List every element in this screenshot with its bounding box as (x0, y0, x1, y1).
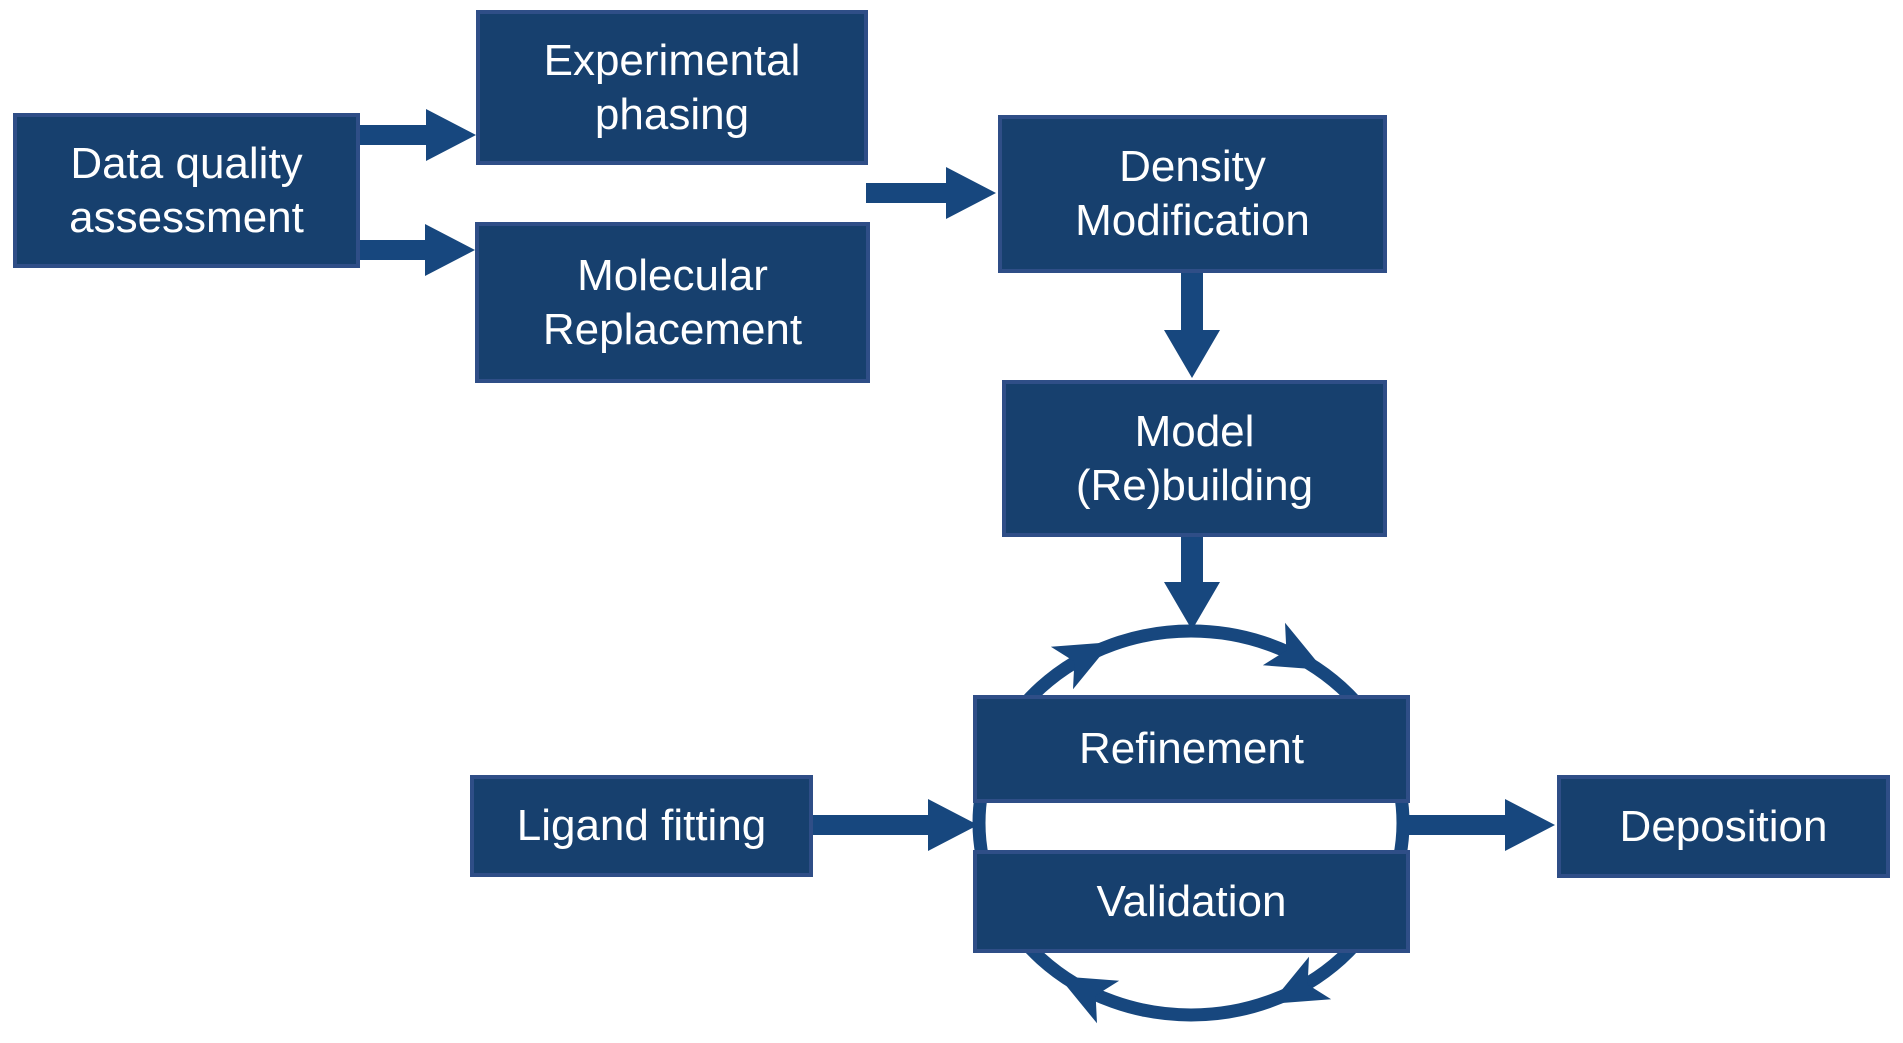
box-label-line: Density (1119, 142, 1266, 192)
box-validation: Validation (973, 850, 1410, 953)
box-molecular-replacement: Molecular Replacement (475, 222, 870, 383)
box-label-line: phasing (594, 89, 750, 139)
box-label-line: Experimental (543, 35, 801, 85)
arrow-dqa-to-experimental-phasing (360, 109, 476, 161)
box-density-modification: Density Modification (998, 115, 1387, 273)
box-deposition: Deposition (1557, 775, 1890, 878)
box-label-line: (Re)building (1075, 460, 1314, 510)
cycle-arrowhead-bottom-left (1058, 976, 1120, 1024)
box-label-line: Refinement (1078, 724, 1304, 774)
arrow-cycle-to-deposition (1409, 799, 1555, 851)
box-data-quality-assessment: Data quality assessment (13, 113, 360, 268)
arrow-density-to-model-rebuilding (1164, 272, 1220, 378)
box-label-line: Modification (1075, 196, 1310, 245)
box-label-line: Data quality (70, 138, 303, 188)
box-ligand-fitting: Ligand fitting (470, 775, 813, 877)
cycle-arrowhead-top-left (1050, 642, 1112, 690)
arrow-model-to-cycle (1164, 536, 1220, 630)
box-label-line: Replacement (542, 304, 803, 354)
arrow-dqa-to-molecular-replacement (360, 224, 475, 276)
cycle-arrowhead-bottom-right (1270, 956, 1332, 1004)
arrow-phasing-to-density-modification (866, 167, 996, 219)
arrow-ligand-to-cycle (813, 799, 978, 851)
box-refinement: Refinement (973, 695, 1410, 803)
box-label-line: assessment (69, 192, 304, 242)
box-experimental-phasing: Experimental phasing (476, 10, 868, 165)
refinement-validation-cycle-circle (972, 624, 1410, 1022)
box-model-rebuilding: Model (Re)building (1002, 380, 1387, 537)
box-label-line: Ligand fitting (516, 801, 767, 851)
cycle-arrowhead-top-right (1262, 622, 1324, 670)
box-label-line: Deposition (1619, 801, 1828, 851)
box-label-line: Model (1134, 406, 1255, 456)
box-label-line: Validation (1096, 876, 1287, 926)
box-label-line: Molecular (577, 250, 768, 300)
